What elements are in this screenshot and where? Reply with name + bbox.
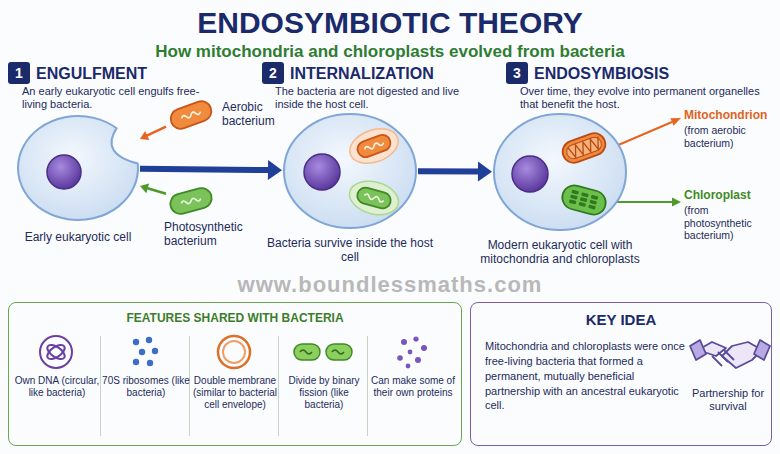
step-text: The bacteria are not digested and live i… (275, 85, 480, 111)
node-label: KEY IDEA (471, 311, 771, 329)
cell: Early eukaryotic cell (16, 114, 140, 222)
arrowhead (268, 160, 282, 180)
arrowhead (478, 162, 492, 182)
cell: Bacteria survive inside the host cell (282, 112, 418, 230)
cell: Modern eukaryotic cell with mitochondria… (492, 112, 628, 232)
node-label: FEATURES SHARED WITH BACTERIA (9, 311, 461, 325)
arrowhead (140, 131, 149, 140)
connector-arrow (140, 160, 282, 180)
key-idea-panel: KEY IDEA Mitochondria and chloroplasts we… (470, 302, 772, 446)
feature-item: 70S ribosomes (like bacteria) (102, 333, 190, 433)
node-text: Partnership for survival (687, 387, 769, 413)
node-label: Can make some of their own proteins (369, 375, 457, 399)
feature-panel: FEATURES SHARED WITH BACTERIA Own DNA (ci… (8, 302, 462, 446)
node-label: 1 (8, 62, 30, 84)
node-label: Modern eukaryotic cell with mitochondria… (465, 238, 655, 267)
node-label: Early eukaryotic cell (6, 230, 150, 244)
connector-line (140, 169, 269, 170)
node-text: Mitochondria and chloroplasts were once … (485, 339, 685, 413)
connector-arrow (140, 127, 166, 140)
step-text: Over time, they evolve into permanent or… (520, 85, 770, 111)
organelle-origin: (from photosynthetic bacterium) (684, 204, 776, 242)
connector-line (147, 188, 166, 194)
node-label: 2 (262, 62, 284, 84)
organelle-origin: (from aerobic bacterium) (684, 124, 776, 149)
bacterium: Aerobic bacterium (166, 100, 216, 130)
organelle-name: Chloroplast (684, 188, 751, 202)
step-heading: ENDOSYMBIOSIS (534, 64, 669, 83)
subtitle: How mitochondria and chloroplasts evolve… (0, 42, 780, 62)
node-label: Aerobic bacterium (222, 100, 294, 129)
organelle-name: Mitochondrion (684, 108, 767, 122)
bacterium-shape (166, 186, 216, 216)
connector-line (418, 168, 479, 174)
step-badge: 3 (506, 62, 528, 84)
node-label: 3 (506, 62, 528, 84)
node-label: 70S ribosomes (like bacteria) (102, 375, 190, 399)
node-label: Photosynthetic bacterium (164, 220, 260, 249)
arrowhead (140, 184, 149, 194)
feature-item: Can make some of their own proteins (369, 333, 457, 433)
title: ENDOSYMBIOTIC THEORY (0, 5, 780, 41)
cell-outline (282, 112, 418, 230)
step-badge: 1 (8, 62, 30, 84)
node-label: Own DNA (circular, like bacteria) (13, 375, 101, 399)
node-label: Bacteria survive inside the host cell (265, 236, 435, 265)
feature-item: Own DNA (circular, like bacteria) (13, 333, 101, 433)
connector-arrow (418, 162, 492, 182)
bacterium-shape (166, 100, 216, 130)
bacterium: Photosynthetic bacterium (166, 186, 216, 216)
step-heading: INTERNALIZATION (290, 64, 434, 83)
watermark: www.boundlessmaths.com (0, 272, 780, 298)
feature-item: Double membrane (similar to bacterial ce… (191, 333, 279, 433)
connector-arrow (140, 184, 166, 194)
node-label: Divide by binary fission (like bacteria) (280, 375, 368, 411)
node-label: Double membrane (similar to bacterial ce… (191, 375, 279, 411)
cell-outline (16, 114, 140, 222)
connector-line (146, 127, 166, 136)
step-badge: 2 (262, 62, 284, 84)
cell-outline (492, 112, 628, 232)
step-heading: ENGULFMENT (36, 64, 147, 83)
feature-item: Divide by binary fission (like bacteria) (280, 333, 368, 433)
